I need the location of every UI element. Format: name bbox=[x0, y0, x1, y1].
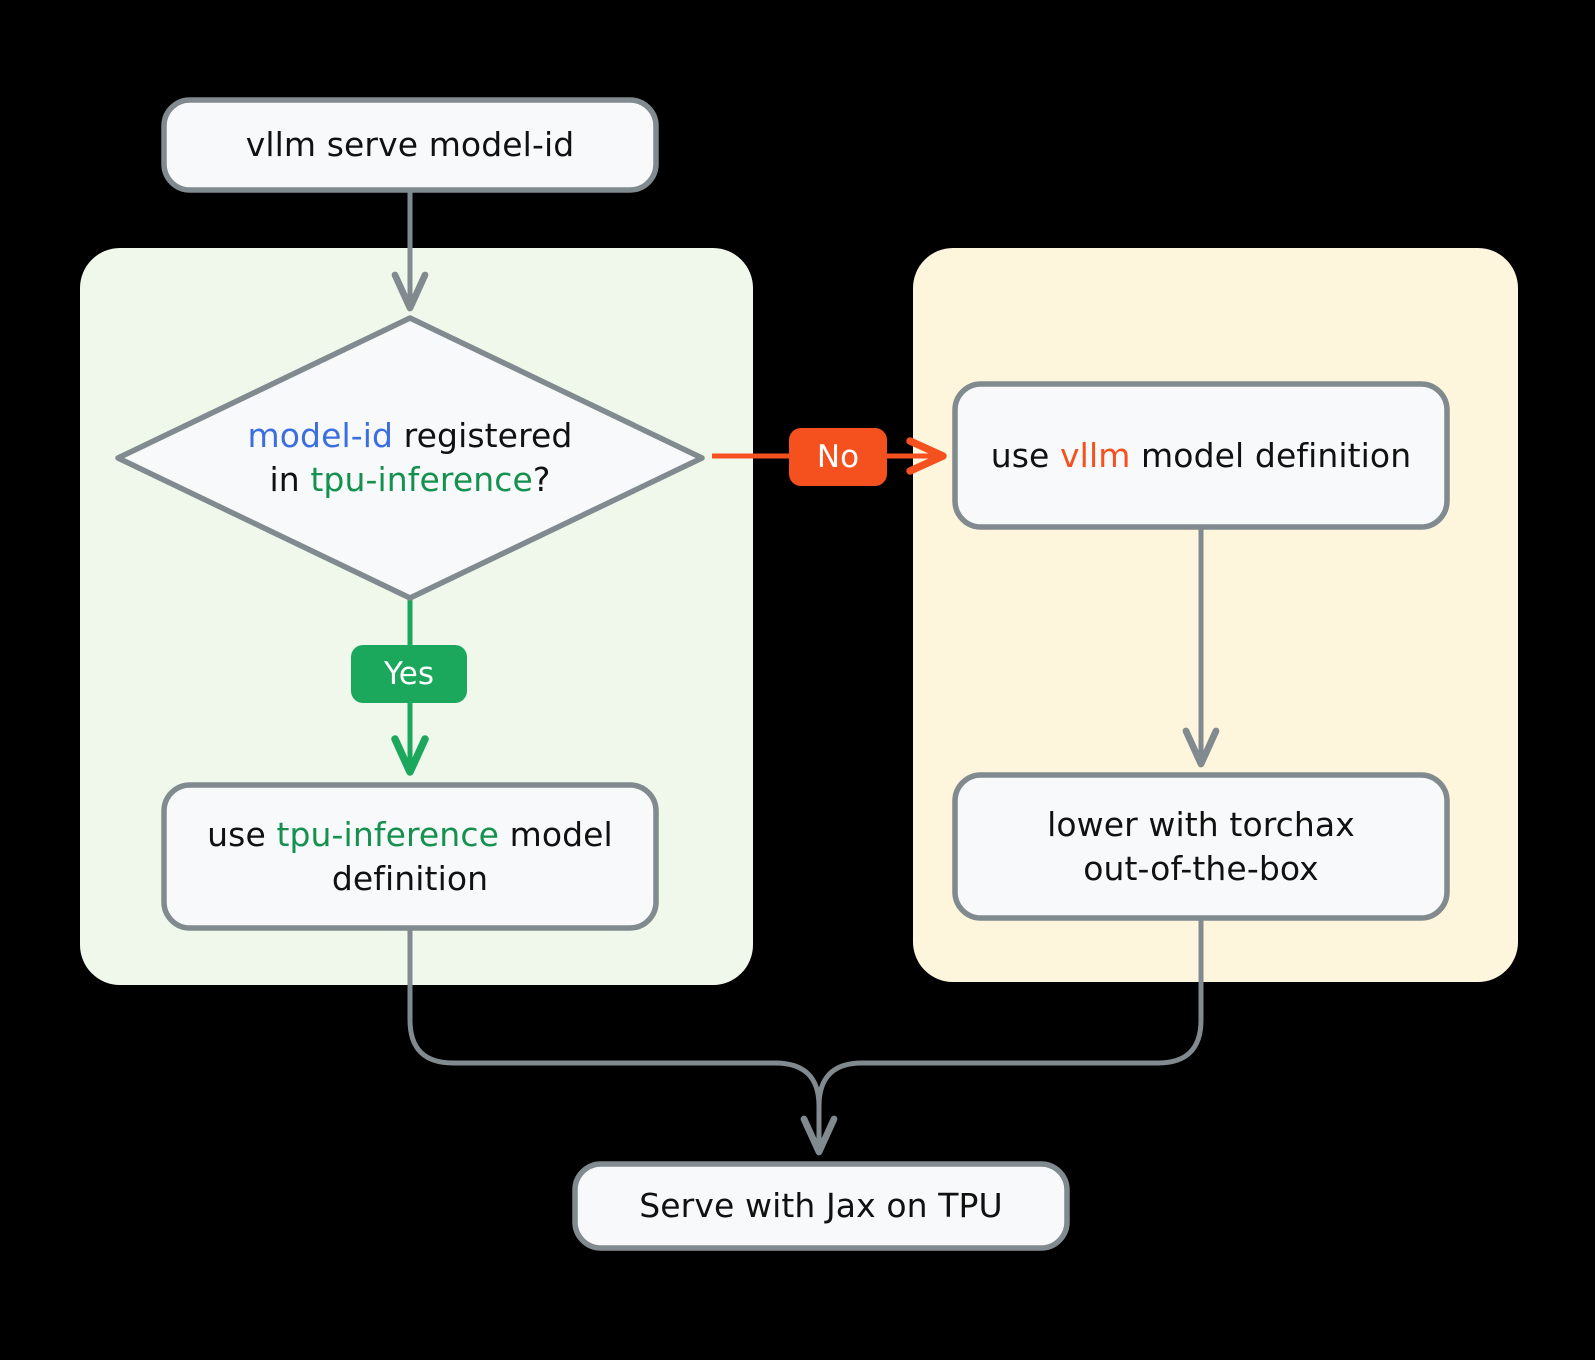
node-decision[interactable] bbox=[115, 315, 705, 601]
node-serve[interactable] bbox=[572, 1161, 1070, 1251]
edge-torchax-to-serve bbox=[816, 916, 1204, 1153]
edge-label-yes-badge bbox=[351, 645, 467, 703]
node-use-tpu-inference[interactable] bbox=[161, 782, 659, 931]
node-use-vllm[interactable] bbox=[952, 381, 1450, 530]
edge-tpu-inference-to-serve bbox=[407, 926, 838, 1156]
node-lower-torchax[interactable] bbox=[952, 772, 1450, 921]
node-start[interactable] bbox=[161, 97, 659, 193]
edge-label-no-badge bbox=[789, 428, 887, 486]
